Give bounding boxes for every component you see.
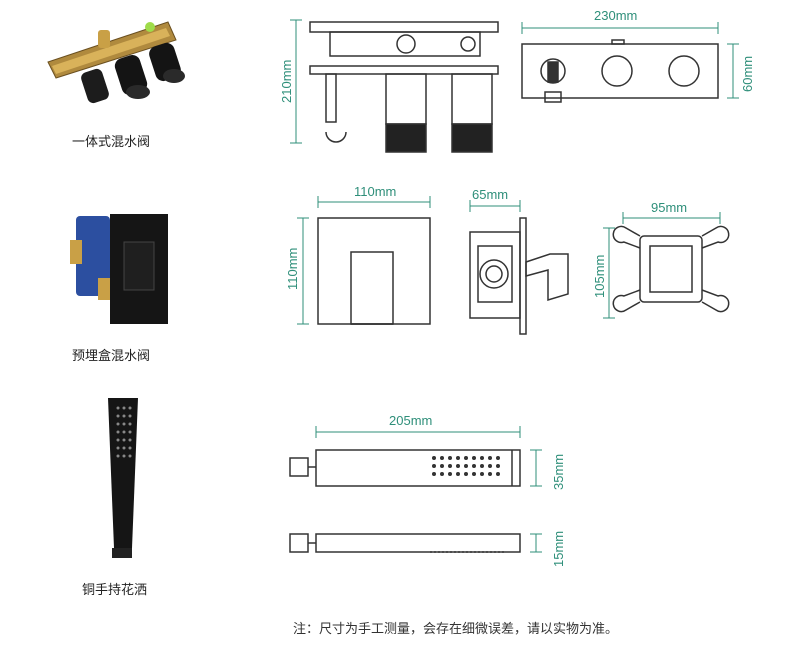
embedded-valve-photo — [70, 214, 168, 324]
integrated-valve-side-drawing — [521, 39, 719, 103]
dim-label-65mm: 65mm — [472, 187, 508, 202]
dim-15mm — [530, 533, 542, 553]
product-label-hand-shower: 铜手持花洒 — [82, 583, 148, 598]
dim-105mm — [603, 227, 615, 319]
hand-shower-photo — [108, 398, 138, 558]
integrated-valve-photo — [47, 21, 185, 104]
dim-60mm — [727, 43, 739, 99]
dim-110mm-width — [317, 196, 431, 208]
integrated-valve-front-drawing — [309, 21, 499, 153]
dim-110mm-height — [297, 217, 309, 325]
dim-label-230mm: 230mm — [594, 8, 637, 23]
embedded-valve-side-drawing — [469, 217, 569, 335]
product-label-embedded-valve: 预埋盒混水阀 — [72, 349, 151, 364]
dim-210mm — [290, 19, 302, 144]
dim-65mm — [469, 200, 521, 212]
dim-label-110mm-height: 110mm — [285, 248, 300, 290]
hand-shower-top-drawing — [289, 449, 521, 487]
dim-label-35mm: 35mm — [551, 454, 566, 490]
hand-shower-holes — [432, 456, 500, 476]
dim-230mm — [521, 22, 719, 34]
dim-205mm — [315, 426, 521, 438]
dim-label-95mm: 95mm — [651, 200, 687, 215]
dim-label-110mm-width: 110mm — [354, 184, 396, 199]
dim-35mm — [530, 449, 542, 487]
dim-95mm — [622, 212, 721, 224]
product-label-integrated-valve: 一体式混水阀 — [72, 135, 151, 150]
dim-label-205mm: 205mm — [389, 413, 432, 428]
dim-label-105mm: 105mm — [592, 255, 607, 298]
embedded-valve-front-drawing — [317, 217, 431, 325]
embedded-box-drawing — [612, 225, 730, 313]
dim-label-210mm: 210mm — [279, 60, 294, 103]
measurement-note: 注：尺寸为手工测量，会存在细微误差，请以实物为准。 — [293, 622, 619, 637]
dim-label-60mm: 60mm — [740, 56, 755, 92]
dim-label-15mm: 15mm — [551, 531, 566, 567]
hand-shower-side-drawing — [289, 533, 521, 553]
